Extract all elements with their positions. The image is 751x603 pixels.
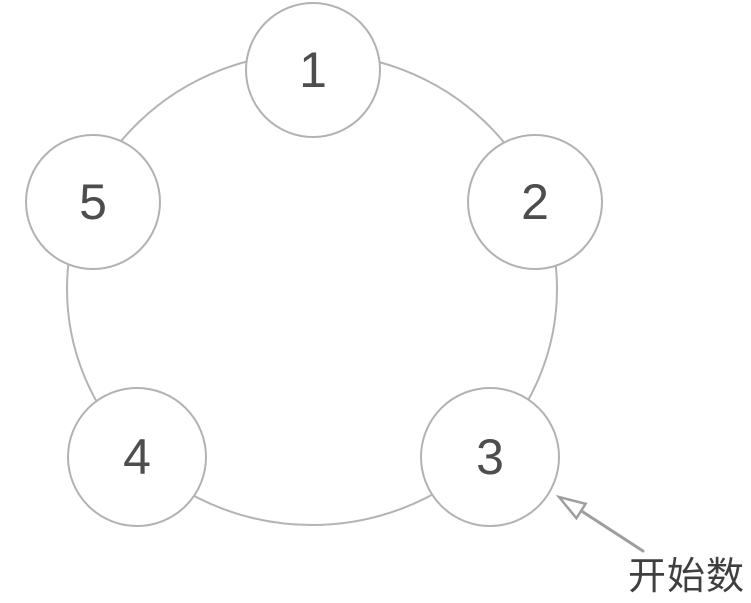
arrow-shaft xyxy=(581,510,645,553)
node-label-2: 2 xyxy=(521,174,549,230)
annotation-arrow xyxy=(555,494,645,553)
node-1: 1 xyxy=(245,2,381,138)
node-circle-4 xyxy=(67,387,207,527)
arrowhead-icon xyxy=(555,494,588,521)
node-label-1: 1 xyxy=(299,42,327,98)
node-circle-5 xyxy=(25,134,161,270)
node-circle-3 xyxy=(420,387,560,527)
node-label-3: 3 xyxy=(476,429,504,485)
node-label-5: 5 xyxy=(79,174,107,230)
node-2: 2 xyxy=(467,134,603,270)
node-label-4: 4 xyxy=(123,429,151,485)
annotation-label: 开始数 xyxy=(628,556,745,598)
node-3: 3 xyxy=(420,387,560,527)
node-circle-1 xyxy=(245,2,381,138)
node-5: 5 xyxy=(25,134,161,270)
node-4: 4 xyxy=(67,387,207,527)
node-circle-2 xyxy=(467,134,603,270)
